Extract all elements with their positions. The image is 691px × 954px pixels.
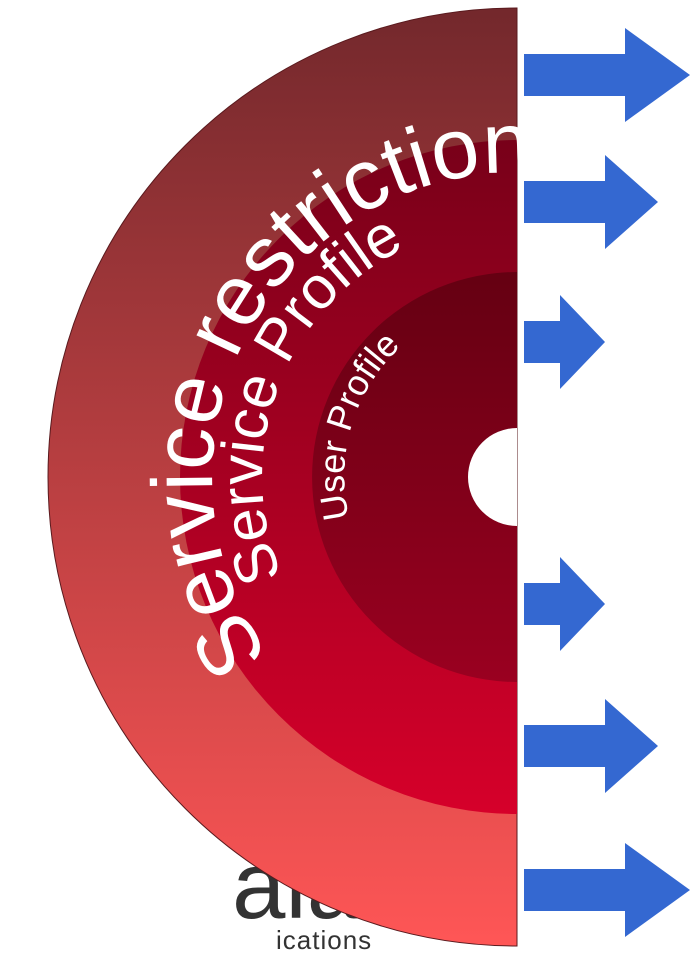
arrow-right-icon xyxy=(524,557,605,651)
arrow-right-icon xyxy=(524,28,690,122)
arrow-right-icon xyxy=(524,699,658,793)
arrow-right-icon xyxy=(524,295,605,389)
center-hole xyxy=(468,428,517,526)
inner-layer-user-profile xyxy=(312,272,517,682)
arrow-right-icon xyxy=(524,155,658,249)
arrow-right-icon xyxy=(524,843,690,937)
arrows-group xyxy=(524,28,690,937)
logo-tagline: ications xyxy=(276,925,372,954)
